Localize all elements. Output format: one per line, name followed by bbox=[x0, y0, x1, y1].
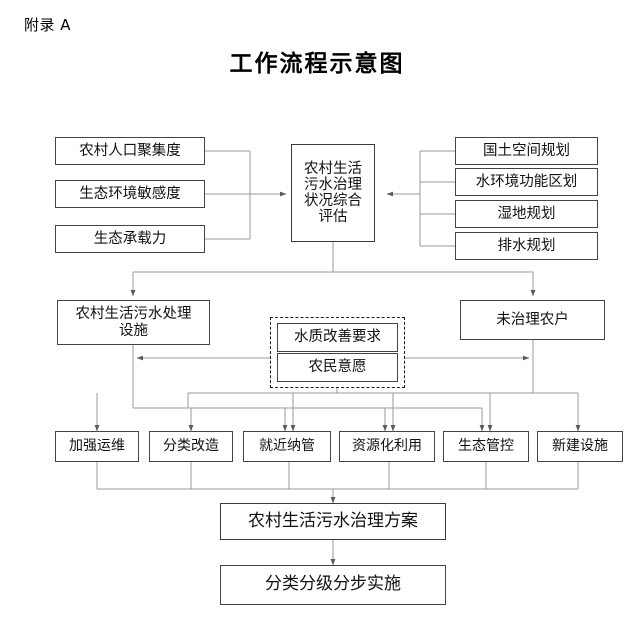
node-farmer-will[interactable]: 农民意愿 bbox=[277, 353, 398, 382]
node-water-quality-req[interactable]: 水质改善要求 bbox=[277, 323, 398, 352]
node-plan[interactable]: 农村生活污水治理方案 bbox=[220, 503, 446, 540]
node-water-func-plan[interactable]: 水环境功能区划 bbox=[455, 168, 598, 196]
node-opt-connect[interactable]: 就近纳管 bbox=[243, 431, 331, 462]
node-wetland-plan[interactable]: 湿地规划 bbox=[455, 200, 598, 228]
node-label: 水环境功能区划 bbox=[475, 173, 578, 190]
node-land-plan[interactable]: 国土空间规划 bbox=[455, 137, 598, 165]
node-label: 生态管控 bbox=[458, 437, 514, 454]
node-label: 农村生活 污水治理 状况综合 评估 bbox=[304, 160, 362, 226]
node-eco-sensitivity[interactable]: 生态环境敏感度 bbox=[55, 180, 205, 208]
node-implement[interactable]: 分类分级分步实施 bbox=[220, 565, 446, 605]
node-label: 国土空间规划 bbox=[483, 142, 570, 159]
node-label: 新建设施 bbox=[552, 437, 608, 454]
node-drainage-plan[interactable]: 排水规划 bbox=[455, 232, 598, 260]
node-label: 就近纳管 bbox=[259, 437, 315, 454]
node-opt-eco-control[interactable]: 生态管控 bbox=[443, 431, 529, 462]
node-label: 生态环境敏感度 bbox=[79, 185, 181, 202]
node-label: 未治理农户 bbox=[496, 311, 569, 328]
node-label: 农村人口聚集度 bbox=[79, 142, 181, 159]
appendix-label: 附录 A bbox=[24, 16, 72, 34]
node-label: 排水规划 bbox=[497, 237, 556, 254]
node-label: 生态承载力 bbox=[93, 230, 167, 247]
node-facility[interactable]: 农村生活污水处理 设施 bbox=[57, 300, 210, 345]
node-eco-capacity[interactable]: 生态承载力 bbox=[55, 225, 205, 253]
page-title: 工作流程示意图 bbox=[229, 50, 405, 77]
node-opt-retrofit[interactable]: 分类改造 bbox=[149, 431, 233, 462]
node-label: 湿地规划 bbox=[497, 205, 556, 222]
node-pop-density[interactable]: 农村人口聚集度 bbox=[55, 137, 205, 165]
node-untreated[interactable]: 未治理农户 bbox=[460, 300, 605, 340]
node-opt-new-build[interactable]: 新建设施 bbox=[537, 431, 623, 462]
node-label: 农民意愿 bbox=[308, 359, 367, 376]
node-label: 分类改造 bbox=[163, 437, 219, 454]
node-label: 农村生活污水处理 设施 bbox=[75, 306, 192, 339]
node-label: 资源化利用 bbox=[352, 437, 422, 454]
node-label: 水质改善要求 bbox=[294, 329, 381, 346]
node-label: 分类分级分步实施 bbox=[265, 574, 401, 595]
node-label: 加强运维 bbox=[69, 437, 125, 454]
node-opt-resource[interactable]: 资源化利用 bbox=[339, 431, 435, 462]
node-assessment[interactable]: 农村生活 污水治理 状况综合 评估 bbox=[291, 144, 375, 242]
node-opt-om[interactable]: 加强运维 bbox=[55, 431, 139, 462]
node-label: 农村生活污水治理方案 bbox=[248, 510, 418, 531]
